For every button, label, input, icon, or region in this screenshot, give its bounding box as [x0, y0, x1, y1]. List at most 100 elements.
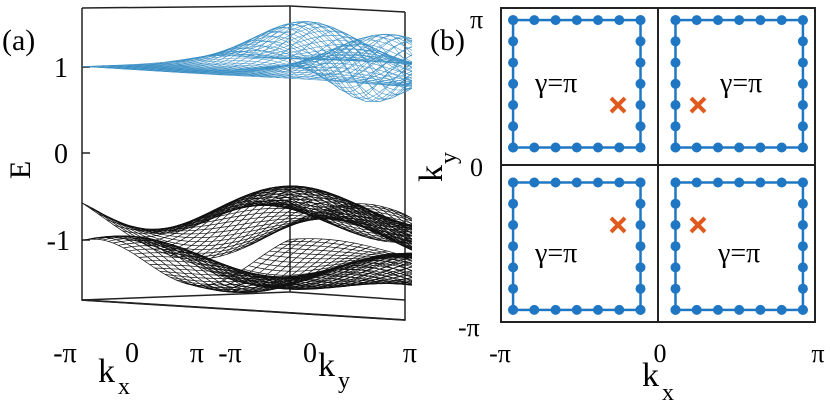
panel-b: γ=π γ=π γ=π γ=π (b) π 0 -π k y -π 0 π k …: [413, 5, 825, 406]
kx-tick-neg-pi: -π: [489, 339, 511, 368]
loop-point: [635, 220, 646, 230]
loop-point: [635, 121, 646, 132]
loop-point: [691, 304, 702, 315]
loop-point: [734, 15, 745, 26]
loop-point: [571, 15, 582, 26]
ky-axis-subscript: y: [338, 368, 350, 394]
loop-point: [691, 142, 702, 153]
ky-tick-pi: π: [403, 338, 417, 369]
lower-band-surface: [82, 235, 412, 294]
loop-point: [670, 121, 681, 132]
loop-point: [508, 100, 519, 110]
loop-point: [797, 262, 808, 273]
loop-point: [670, 220, 681, 230]
gamma-label-top-left: γ=π: [534, 68, 577, 99]
dirac-point-cross-0: [609, 96, 627, 114]
loop-point: [734, 304, 745, 315]
loop-point: [635, 36, 646, 47]
loop-point: [755, 15, 766, 26]
dirac-point-cross-3: [689, 216, 707, 234]
loop-point: [797, 100, 808, 110]
loop-point: [797, 121, 808, 132]
loop-point: [508, 142, 519, 153]
loop-point: [797, 177, 808, 188]
loop-point: [670, 15, 681, 26]
loop-point: [635, 241, 646, 252]
kx-tick-0: 0: [654, 339, 667, 368]
ky-tick-neg-pi: -π: [218, 338, 241, 369]
dirac-points: [609, 96, 707, 234]
loop-point: [508, 241, 519, 252]
loop-point: [635, 304, 646, 315]
loop-point: [797, 142, 808, 153]
loop-point: [550, 142, 561, 153]
kx-axis-subscript: x: [662, 380, 674, 406]
loop-point: [797, 198, 808, 209]
loop-point: [670, 78, 681, 89]
ky-tick-0: 0: [303, 338, 317, 369]
loop-point: [713, 304, 723, 315]
loop-point: [593, 177, 603, 188]
loop-point: [691, 15, 702, 26]
loop-point: [734, 177, 745, 188]
loop-point: [614, 142, 625, 153]
kx-tick-neg-pi: -π: [53, 338, 76, 369]
loop-point: [635, 262, 646, 273]
loop-point: [635, 177, 646, 188]
loop-point: [508, 78, 519, 89]
ky-tick-neg-pi: -π: [458, 313, 480, 342]
panel-b-label: (b): [430, 24, 465, 57]
loop-point: [550, 15, 561, 26]
loop-point: [508, 198, 519, 209]
ky-axis-label: k: [413, 165, 450, 182]
loop-point: [691, 177, 702, 188]
loop-point: [635, 57, 646, 68]
kx-tick-0: 0: [125, 338, 139, 369]
loop-point: [571, 304, 582, 315]
loop-point: [797, 36, 808, 47]
loop-point: [797, 241, 808, 252]
loop-point: [670, 304, 681, 315]
loop-point: [508, 15, 519, 26]
loop-point: [614, 15, 625, 26]
loop-point: [635, 15, 646, 26]
loop-point: [635, 78, 646, 89]
loop-point: [635, 142, 646, 153]
loop-point: [713, 15, 723, 26]
panel-a: (a) E 1 0 -1 -π 0 π -π 0 π k x k y: [2, 5, 417, 400]
loop-point: [797, 304, 808, 315]
loop-point: [755, 304, 766, 315]
wilson-loops: [508, 15, 808, 315]
loop-point: [776, 15, 787, 26]
loop-point: [755, 142, 766, 153]
dirac-point-cross-1: [689, 96, 707, 114]
kx-tick-pi: π: [190, 338, 204, 369]
loop-point: [508, 36, 519, 47]
loop-point: [614, 304, 625, 315]
loop-point: [670, 142, 681, 153]
loop-point: [776, 142, 787, 153]
loop-point: [797, 283, 808, 294]
loop-point: [635, 100, 646, 110]
loop-point: [797, 57, 808, 68]
panel-a-label: (a): [2, 24, 35, 57]
ky-axis-label: k: [318, 347, 335, 384]
loop-point: [550, 304, 561, 315]
loop-point: [571, 142, 582, 153]
loop-point: [529, 15, 540, 26]
upper-band-surface: [82, 21, 412, 102]
gamma-label-bottom-right: γ=π: [717, 238, 760, 269]
loop-point: [713, 142, 723, 153]
loop-point: [593, 304, 603, 315]
loop-point: [508, 262, 519, 273]
loop-point: [635, 283, 646, 294]
y-tick-neg1: -1: [47, 226, 70, 257]
dirac-point-cross-2: [609, 216, 627, 234]
y-tick-1: 1: [54, 53, 68, 84]
loop-point: [776, 177, 787, 188]
middle-band-surface: [82, 185, 412, 260]
loop-point: [508, 177, 519, 188]
loop-point: [508, 304, 519, 315]
loop-point: [670, 177, 681, 188]
loop-point: [550, 177, 561, 188]
